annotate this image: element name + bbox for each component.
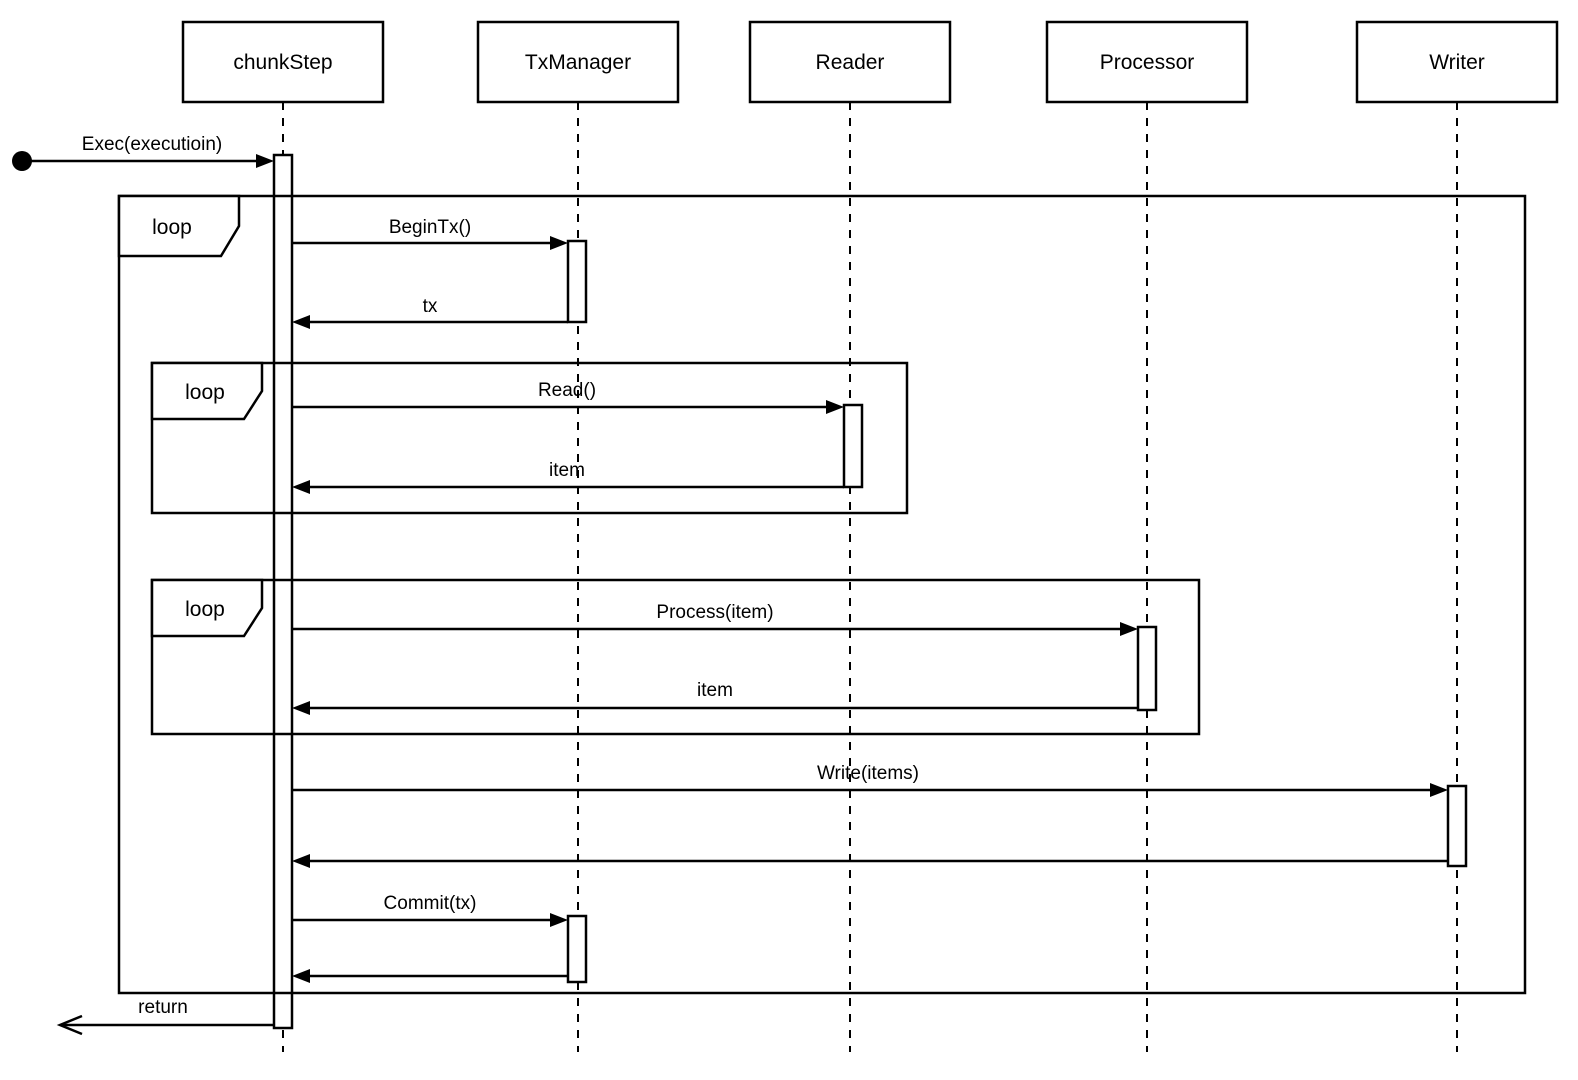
loop-frame-outer [117,194,1527,995]
loop-label-outer: loop [152,216,192,239]
participant-txmanager: TxManager [476,20,680,104]
activation-processor [1136,625,1158,712]
participant-processor: Processor [1045,20,1249,104]
message-tx-return: tx [292,296,568,329]
message-write-arrowhead [1430,783,1448,797]
activation-bars [272,153,1468,1030]
message-commit-return [292,969,568,983]
message-process-label: Process(item) [656,602,773,623]
message-item-return-processor-label: item [697,680,733,701]
messages: Exec(executioin) BeginTx() tx Read() ite… [12,134,1448,1036]
loop-label-read: loop [185,381,225,404]
message-commit-arrowhead [550,913,568,927]
message-item-return-reader-arrowhead [292,480,310,494]
participant-label-processor: Processor [1100,51,1195,74]
message-write-return-arrowhead [292,854,310,868]
loop-label-process: loop [185,598,225,621]
activation-chunkstep [272,153,294,1030]
participant-box-processor [1045,20,1249,104]
message-tx-return-arrowhead [292,315,310,329]
activation-writer [1446,784,1468,868]
loop-pentagon-read [150,361,264,421]
participant-box-chunkstep [181,20,385,104]
message-commit-return-arrowhead [292,969,310,983]
loop-fragment-read: loop [150,361,909,515]
message-begintx-arrowhead [550,236,568,250]
activation-txmanager-commit [566,914,588,984]
loop-fragment-outer: loop [117,194,1527,995]
loop-pentagon-outer [117,194,241,258]
message-item-return-processor-arrowhead [292,701,310,715]
message-begintx-label: BeginTx() [389,217,471,238]
loop-fragments: loop loop loop [117,194,1527,995]
message-exec-label: Exec(executioin) [82,134,222,155]
loop-fragment-process: loop [150,578,1201,736]
participant-label-txmanager: TxManager [525,51,631,74]
message-write: Write(items) [292,763,1448,797]
message-final-return-label: return [138,997,188,1018]
message-process-arrowhead [1120,622,1138,636]
participant-label-reader: Reader [816,51,885,74]
message-read-label: Read() [538,380,596,401]
message-final-return: return [56,997,274,1036]
participant-box-txmanager [476,20,680,104]
message-item-return-reader-label: item [549,460,585,481]
message-write-label: Write(items) [817,763,919,784]
loop-frame-process [150,578,1201,736]
participant-writer: Writer [1355,20,1559,104]
message-tx-return-label: tx [423,296,438,317]
message-process: Process(item) [292,602,1138,636]
start-node-circle [12,151,32,171]
loop-pentagon-process [150,578,264,638]
message-read-arrowhead [826,400,844,414]
message-commit: Commit(tx) [292,893,568,927]
message-write-return [292,854,1448,868]
participant-reader: Reader [748,20,952,104]
message-exec-arrowhead [256,154,274,168]
participants: chunkStep TxManager Reader Processor Wri… [181,20,1559,104]
activation-txmanager-begintx [566,239,588,324]
message-item-return-reader: item [292,460,844,494]
participant-label-writer: Writer [1429,51,1485,74]
message-read: Read() [292,380,844,414]
participant-box-reader [748,20,952,104]
loop-frame-read [150,361,909,515]
participant-chunkstep: chunkStep [181,20,385,104]
activation-reader [842,403,864,489]
message-exec: Exec(executioin) [12,134,274,171]
message-commit-label: Commit(tx) [384,893,477,914]
message-item-return-processor: item [292,680,1138,715]
participant-box-writer [1355,20,1559,104]
participant-label-chunkstep: chunkStep [233,51,332,74]
message-begintx: BeginTx() [292,217,568,250]
message-final-return-open-arrowhead [56,1014,83,1036]
